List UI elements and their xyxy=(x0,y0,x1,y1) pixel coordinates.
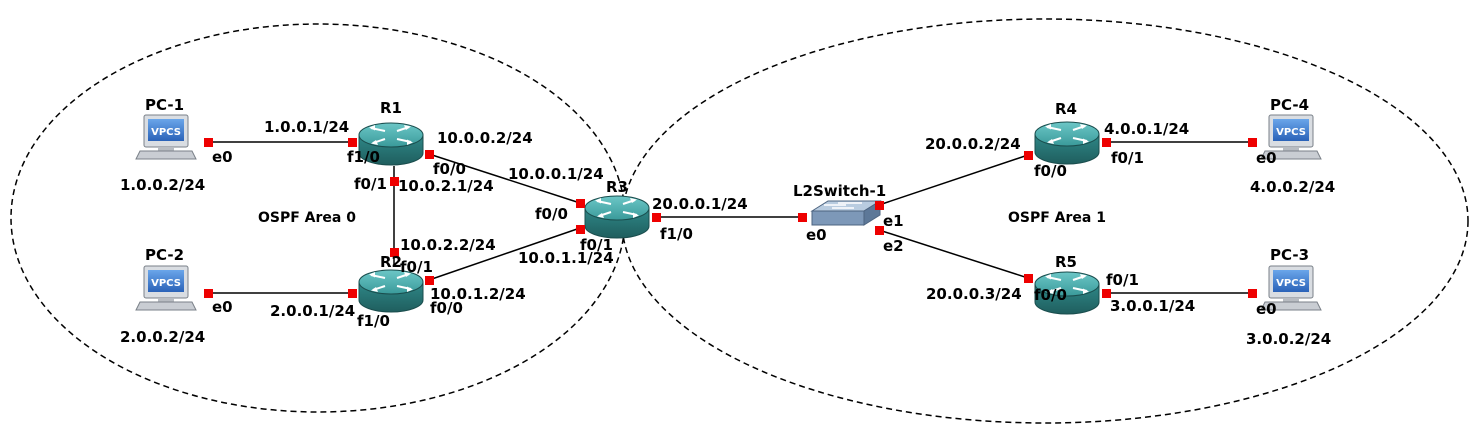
r1-f00: f0/0 xyxy=(433,160,466,178)
port-r1-f10 xyxy=(348,138,357,147)
pc3-name: PC-3 xyxy=(1270,246,1309,264)
r5-f01: f0/1 xyxy=(1106,271,1139,289)
pc3-if: e0 xyxy=(1256,300,1277,318)
links xyxy=(208,141,1252,294)
sw-e0: e0 xyxy=(806,226,827,244)
port-r5-f00 xyxy=(1024,274,1033,283)
port-pc1-e0 xyxy=(204,138,213,147)
port-markers xyxy=(204,138,1257,298)
pc1-ip: 1.0.0.2/24 xyxy=(120,176,205,194)
port-pc3-e0 xyxy=(1248,289,1257,298)
pc2-device[interactable]: VPCS xyxy=(135,265,197,311)
r3-f01: f0/1 xyxy=(580,236,613,254)
port-sw-e0 xyxy=(798,213,807,222)
r3-name: R3 xyxy=(606,178,628,196)
area-0-label: OSPF Area 0 xyxy=(258,210,356,226)
link-r1-r3 xyxy=(428,153,581,204)
port-r1-f01 xyxy=(390,177,399,186)
area-1-label: OSPF Area 1 xyxy=(1008,210,1106,226)
r2-f10-ip: 2.0.0.1/24 xyxy=(270,302,355,320)
port-r2-f01 xyxy=(390,248,399,257)
port-sw-e2 xyxy=(875,226,884,235)
link-sw-r4 xyxy=(878,154,1029,206)
r2-f01-ip: 10.0.2.2/24 xyxy=(400,236,496,254)
pc2-if: e0 xyxy=(212,298,233,316)
pc1-badge: VPCS xyxy=(151,127,181,138)
r5-name: R5 xyxy=(1055,253,1077,271)
r3-f00-ip: 10.0.0.1/24 xyxy=(508,165,604,183)
port-pc2-e0 xyxy=(204,289,213,298)
r2-f00: f0/0 xyxy=(430,299,463,317)
r1-f01: f0/1 xyxy=(354,175,387,193)
r1-name: R1 xyxy=(380,99,402,117)
r4-f00-ip: 20.0.0.2/24 xyxy=(925,135,1021,153)
pc3-device[interactable]: VPCS xyxy=(1260,265,1322,311)
router-r4[interactable] xyxy=(1034,121,1100,165)
port-r4-f01 xyxy=(1102,138,1111,147)
link-r2-r3 xyxy=(428,227,581,281)
port-r5-f01 xyxy=(1102,289,1111,298)
r3-f10-ip: 20.0.0.1/24 xyxy=(652,195,748,213)
pc4-ip: 4.0.0.2/24 xyxy=(1250,178,1335,196)
r1-f10-ip: 1.0.0.1/24 xyxy=(264,118,349,136)
r5-f01-ip: 3.0.0.1/24 xyxy=(1110,297,1195,315)
pc1-name: PC-1 xyxy=(145,96,184,114)
r3-f01-ip: 10.0.1.1/24 xyxy=(518,249,614,267)
port-r2-f00 xyxy=(425,276,434,285)
link-sw-r5 xyxy=(878,229,1029,279)
port-sw-e1 xyxy=(875,201,884,210)
r2-f00-ip: 10.0.1.2/24 xyxy=(430,285,526,303)
router-r3[interactable] xyxy=(584,195,650,239)
sw-e1: e1 xyxy=(883,212,904,230)
r1-f00-ip: 10.0.0.2/24 xyxy=(437,129,533,147)
port-pc4-e0 xyxy=(1248,138,1257,147)
port-r3-f10 xyxy=(652,213,661,222)
pc4-badge: VPCS xyxy=(1276,127,1306,138)
port-r2-f10 xyxy=(348,289,357,298)
pc2-ip: 2.0.0.2/24 xyxy=(120,328,205,346)
pc2-name: PC-2 xyxy=(145,246,184,264)
pc1-device[interactable]: VPCS xyxy=(135,114,197,160)
router-r2[interactable] xyxy=(358,269,424,313)
sw-e2: e2 xyxy=(883,237,904,255)
r1-f01-ip: 10.0.2.1/24 xyxy=(398,177,494,195)
r4-f01-ip: 4.0.0.1/24 xyxy=(1104,120,1189,138)
r5-f00: f0/0 xyxy=(1034,286,1067,304)
r5-f00-ip: 20.0.0.3/24 xyxy=(926,285,1022,303)
pc3-ip: 3.0.0.2/24 xyxy=(1246,330,1331,348)
port-r4-f00 xyxy=(1024,151,1033,160)
r2-name: R2 xyxy=(380,253,402,271)
r4-f00: f0/0 xyxy=(1034,162,1067,180)
port-r1-f00 xyxy=(425,150,434,159)
r3-f10: f1/0 xyxy=(660,225,693,243)
r2-f10: f1/0 xyxy=(357,312,390,330)
pc4-if: e0 xyxy=(1256,149,1277,167)
pc3-badge: VPCS xyxy=(1276,278,1306,289)
r2-f01: f0/1 xyxy=(400,258,433,276)
pc4-device[interactable]: VPCS xyxy=(1260,114,1322,160)
r4-f01: f0/1 xyxy=(1111,149,1144,167)
switch-name: L2Switch-1 xyxy=(793,182,886,200)
r1-f10: f1/0 xyxy=(347,148,380,166)
r4-name: R4 xyxy=(1055,100,1077,118)
port-r3-f01 xyxy=(576,225,585,234)
r3-f00: f0/0 xyxy=(535,205,568,223)
pc2-badge: VPCS xyxy=(151,278,181,289)
pc4-name: PC-4 xyxy=(1270,96,1309,114)
port-r3-f00 xyxy=(576,199,585,208)
switch-l2switch-1[interactable] xyxy=(810,200,882,226)
pc1-if: e0 xyxy=(212,148,233,166)
